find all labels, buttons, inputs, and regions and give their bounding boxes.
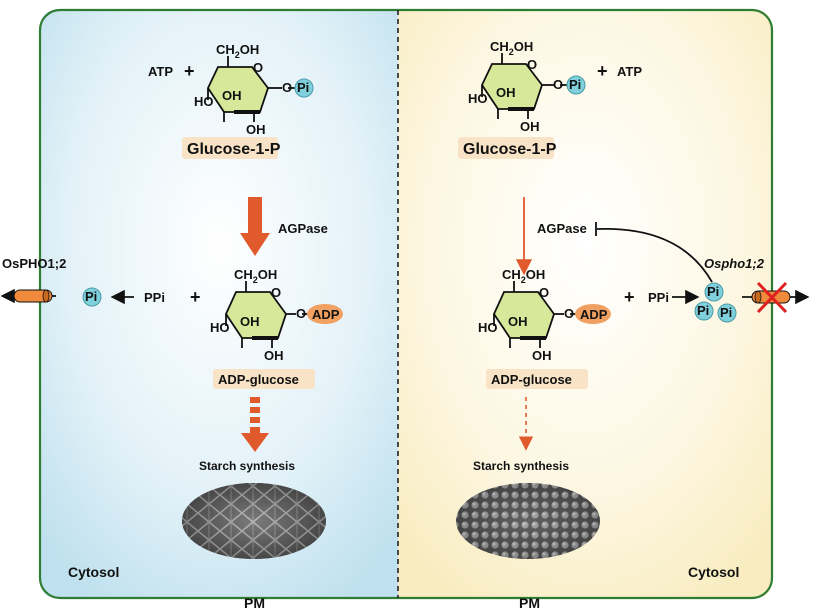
right-pi-1: Pi	[707, 284, 719, 299]
right-pm-label: PM	[519, 595, 540, 611]
right-adpg-ho: HO	[478, 320, 498, 335]
left-g1p-oh-mid: OH	[222, 88, 242, 103]
right-pi-2: Pi	[697, 303, 709, 318]
left-adpg-oh-bottom: OH	[264, 348, 284, 363]
right-g1p-oh-bottom: OH	[520, 119, 540, 134]
left-g1p-pi: Pi	[297, 80, 309, 95]
right-inhibition-line	[595, 222, 713, 283]
left-pi-out-label: Pi	[85, 289, 97, 304]
left-g1p-oh-bottom: OH	[246, 122, 266, 137]
right-glucose-1p-molecule: CH2OH O HO OH OH O Pi	[468, 39, 586, 134]
left-agpase-label: AGPase	[278, 221, 328, 236]
right-g1p-ho: HO	[468, 91, 488, 106]
left-glucose-label: Glucose-1-P	[187, 141, 281, 158]
right-glucose-label: Glucose-1-P	[463, 141, 557, 158]
left-panel	[40, 10, 398, 598]
left-pi-out-circle	[82, 287, 102, 307]
right-agpase-label: AGPase	[537, 221, 587, 236]
left-transporter-label: OsPHO1;2	[2, 256, 66, 271]
left-starch-granules-image	[182, 483, 326, 559]
right-starch-label: Starch synthesis	[473, 459, 569, 473]
right-plus-ppi: +	[624, 287, 635, 307]
right-glucose-label-bg	[458, 137, 554, 159]
left-adpg-oh-mid: OH	[240, 314, 260, 329]
left-transporter-icon	[0, 288, 56, 304]
right-adpg-label-bg	[486, 369, 588, 389]
right-adp-glucose-molecule: CH2OH O HO OH OH O ADP	[478, 267, 611, 363]
right-adpg-ch2oh: CH2OH	[502, 267, 545, 285]
right-g1p-ring-o: O	[527, 57, 537, 72]
left-g1p-ester-o: O	[282, 80, 292, 95]
left-adpg-ch2oh: CH2OH	[234, 267, 277, 285]
left-pm-label: PM	[244, 595, 265, 611]
right-adpg-oh-mid: OH	[508, 314, 528, 329]
left-g1p-ring-o: O	[253, 60, 263, 75]
left-ppi-label: PPi	[144, 290, 165, 305]
right-adpg-ester-o: O	[564, 306, 574, 321]
right-adp-label: ADP	[580, 307, 608, 322]
right-pi-3: Pi	[720, 305, 732, 320]
right-ppi-label: PPi	[648, 290, 669, 305]
left-g1p-ch2oh: CH2OH	[216, 42, 259, 60]
left-plus-ppi: +	[190, 287, 201, 307]
right-g1p-pi: Pi	[569, 77, 581, 92]
left-glucose-label-bg	[182, 137, 278, 159]
blocked-x-icon	[756, 281, 788, 314]
right-transporter-label: Ospho1;2	[704, 256, 765, 271]
left-starch-arrow	[241, 397, 269, 452]
left-starch-label: Starch synthesis	[199, 459, 295, 473]
right-adpg-ring-o: O	[539, 285, 549, 300]
right-starch-granules-image	[456, 483, 600, 559]
left-atp-label: ATP	[148, 64, 173, 79]
cell-border	[38, 8, 774, 600]
left-adp-label: ADP	[312, 307, 340, 322]
left-glucose-1p-molecule: CH2OH O HO OH OH O Pi	[194, 42, 314, 137]
right-atp-label: ATP	[617, 64, 642, 79]
right-g1p-ch2oh: CH2OH	[490, 39, 533, 57]
left-adpg-label-bg	[213, 369, 315, 389]
left-plus-sign: +	[184, 61, 195, 81]
left-adp-glucose-molecule: CH2OH O HO OH OH O ADP	[210, 267, 343, 363]
right-plus-sign: +	[597, 61, 608, 81]
right-g1p-ester-o: O	[553, 77, 563, 92]
left-adpg-label: ADP-glucose	[218, 372, 299, 387]
right-cytosol-label: Cytosol	[688, 564, 739, 580]
left-agpase-arrow	[240, 197, 270, 256]
right-g1p-oh-mid: OH	[496, 85, 516, 100]
left-g1p-ho: HO	[194, 94, 214, 109]
right-adpg-label: ADP-glucose	[491, 372, 572, 387]
left-cytosol-label: Cytosol	[68, 564, 119, 580]
left-adpg-ester-o: O	[296, 306, 306, 321]
right-pi-cluster: Pi Pi Pi	[694, 282, 737, 323]
left-adpg-ring-o: O	[271, 285, 281, 300]
left-adpg-ho: HO	[210, 320, 230, 335]
right-adpg-oh-bottom: OH	[532, 348, 552, 363]
